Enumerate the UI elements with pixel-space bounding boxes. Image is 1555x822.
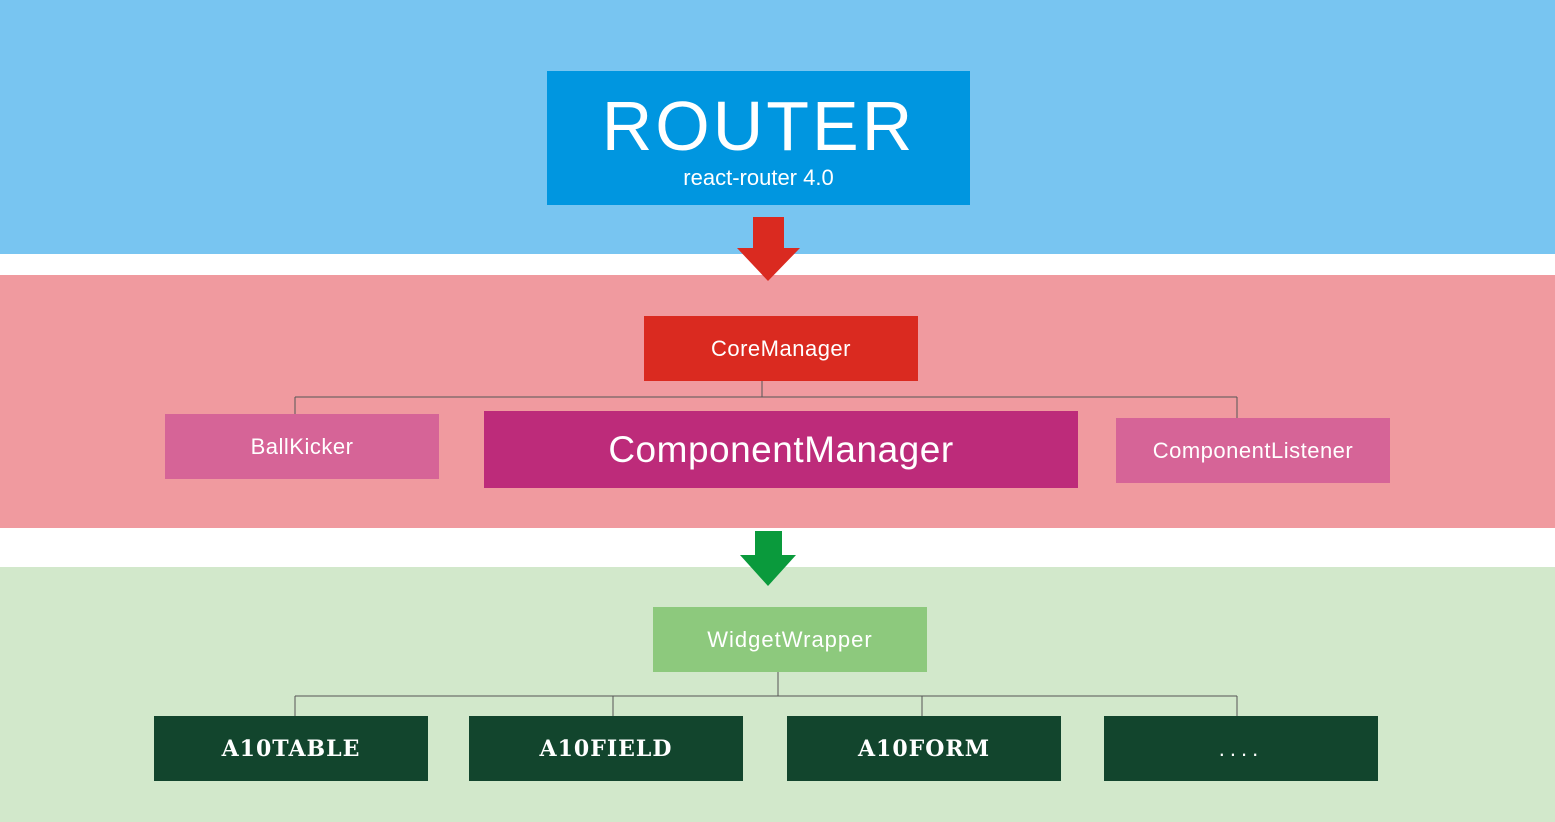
a10form-box: A10FORM (787, 716, 1061, 781)
ball-kicker-box: BallKicker (165, 414, 439, 479)
component-manager-box: ComponentManager (484, 411, 1078, 488)
widget-wrapper-box: WidgetWrapper (653, 607, 927, 672)
router-subtitle: react-router 4.0 (683, 165, 834, 190)
more-box: .... (1104, 716, 1378, 781)
component-listener-box: ComponentListener (1116, 418, 1390, 483)
router-box: ROUTER react-router 4.0 (547, 71, 970, 205)
core-manager-box: CoreManager (644, 316, 918, 381)
widget-layer (0, 567, 1555, 822)
a10field-box: A10FIELD (469, 716, 743, 781)
core-layer (0, 275, 1555, 528)
router-title: ROUTER (601, 87, 916, 165)
a10table-box: A10TABLE (154, 716, 428, 781)
